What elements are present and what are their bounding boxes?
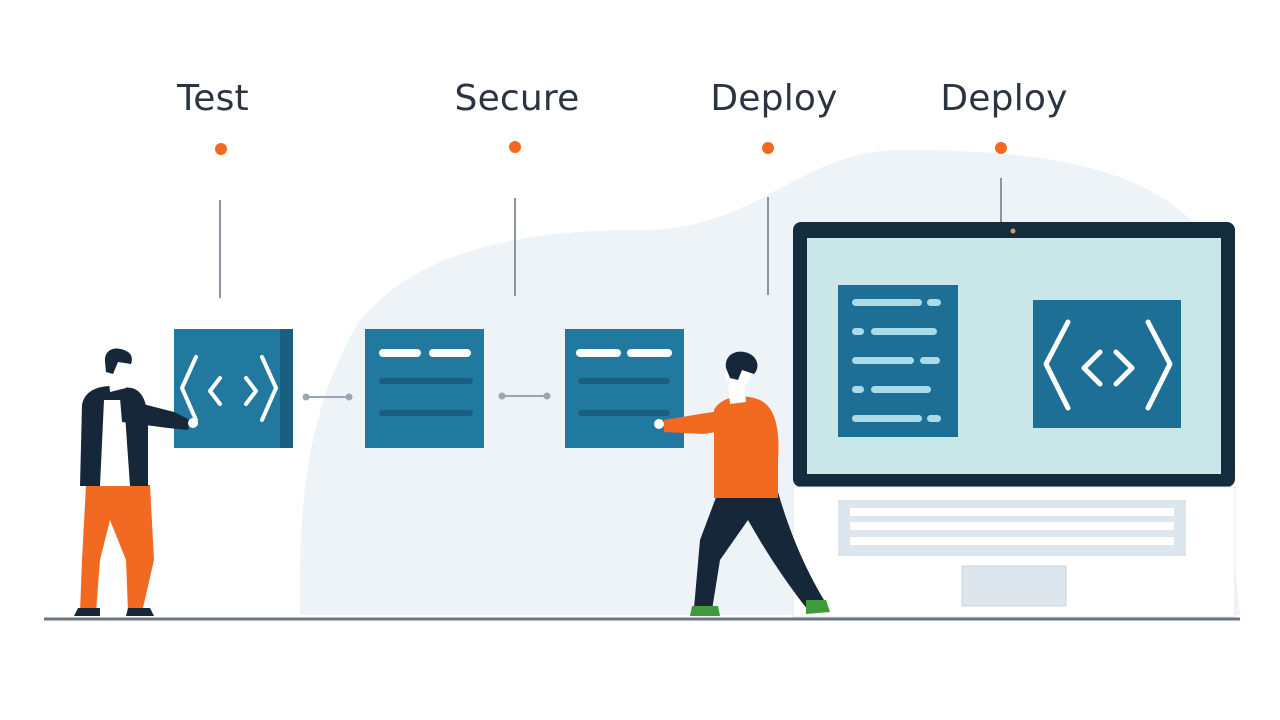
code-brackets-icon-screen [1043,319,1173,411]
monitor-camera [1010,228,1016,234]
stage-label-deploy-1: Deploy [710,78,838,119]
marker-dot-deploy-2 [995,142,1007,154]
code-brackets-icon [180,355,278,422]
person-right [654,351,830,616]
marker-dot-secure [509,141,521,153]
screen-code-list [838,285,958,437]
stage-label-test: Test [177,78,249,119]
marker-dot-test [215,143,227,155]
screen-code-brackets [1033,300,1181,428]
marker-dot-deploy-1 [762,142,774,154]
code-lines-icon [379,349,471,357]
monitor-base [961,565,1067,607]
code-card-test [174,329,293,448]
stage-label-deploy-2: Deploy [940,78,1068,119]
code-card-secure [365,329,484,448]
person-left [74,348,198,616]
stage-label-secure: Secure [454,78,580,119]
